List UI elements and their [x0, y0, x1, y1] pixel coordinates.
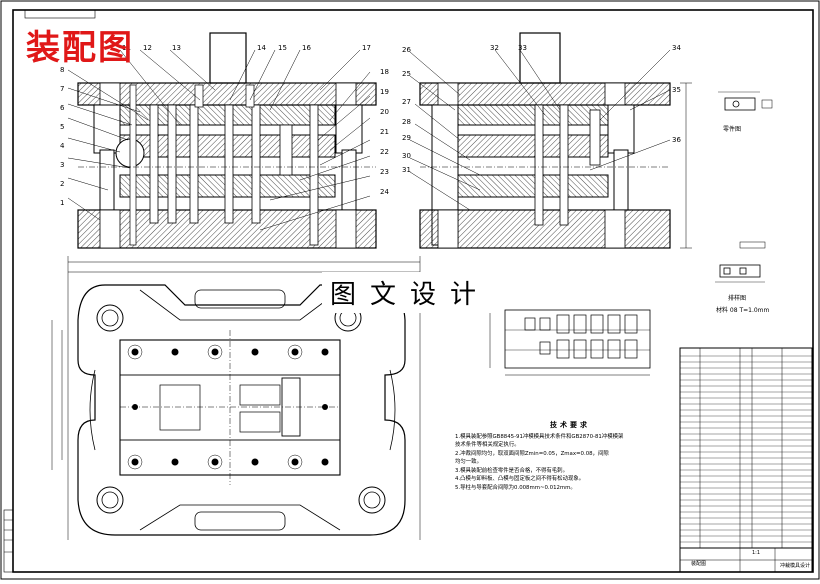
note-line: 均匀一致。: [455, 459, 482, 465]
callout-number: 22: [380, 148, 389, 156]
parts-list: [679, 347, 813, 549]
drawing-title: 装配图: [26, 28, 134, 68]
title-block: [679, 547, 813, 573]
note-line: 4.凸模与卸料板、凸模与固定板之间不得有松动现象。: [455, 476, 585, 482]
callout-number: 18: [380, 68, 389, 76]
notes-title: 技术要求: [550, 421, 590, 429]
callout-number: 17: [362, 44, 371, 52]
callout-number: 33: [518, 44, 527, 52]
title-block-school: 冲裁模具设计: [780, 563, 811, 569]
code-box: [24, 9, 96, 19]
binding-strip: [3, 509, 14, 573]
callout-number: 14: [257, 44, 266, 52]
callout-number: 35: [672, 86, 681, 94]
strip-layout: [489, 309, 651, 376]
callout-number: 3: [60, 161, 64, 169]
callout-number: 26: [402, 46, 411, 54]
callout-number: 12: [143, 44, 152, 52]
callout-number: 16: [302, 44, 311, 52]
strip-label: 排样图: [728, 295, 747, 302]
callout-number: 32: [490, 44, 499, 52]
inner-border: [12, 9, 814, 573]
callout-number: 5: [60, 123, 64, 131]
note-line: 1.模具装配参照GB8845-91冲模模具技术条件和GB2870-81冲模模架: [455, 433, 624, 440]
callout-number: 7: [60, 85, 64, 93]
note-line: 5.导柱与导套配合间隙为0.008mm~0.012mm。: [455, 484, 576, 491]
callout-number: 36: [672, 136, 681, 144]
callout-number: 4: [60, 142, 65, 150]
callout-number: 25: [402, 70, 411, 78]
note-line: 3.模具装配前检查零件是否合格，不得有毛刺。: [455, 467, 568, 474]
plan-view: [51, 256, 421, 540]
technical-notes: 技术要求 1.模具装配参照GB8845-91冲模模具技术条件和GB2870-81…: [455, 421, 685, 492]
material-label: 材料 08 T=1.0mm: [716, 307, 770, 314]
callout-number: 30: [402, 152, 411, 160]
callout-number: 23: [380, 168, 389, 176]
callout-number: 1: [60, 199, 64, 207]
part-detail-bottom: [715, 241, 766, 283]
callout-number: 11: [122, 44, 131, 52]
part-detail-top: [718, 91, 773, 111]
side-section-view: [409, 32, 692, 249]
callout-number: 24: [380, 188, 389, 196]
callout-number: 27: [402, 98, 411, 106]
callout-number: 21: [380, 128, 389, 136]
callout-number: 20: [380, 108, 389, 116]
title-block-name: 装配图: [691, 561, 707, 567]
callout-number: 19: [380, 88, 389, 96]
note-line: 2.冲裁间隙均匀，取双面间隙Zmin=0.05，Zmax=0.08，间隙: [455, 450, 609, 457]
note-line: 技术条件等相关规定执行。: [455, 442, 520, 448]
callout-number: 15: [278, 44, 287, 52]
watermark-text: 图文设计: [322, 272, 499, 313]
callout-number: 6: [60, 104, 65, 112]
callout-number: 31: [402, 166, 411, 174]
title-block-scale: 1:1: [752, 550, 761, 556]
callout-number: 34: [672, 44, 681, 52]
callout-number: 8: [60, 66, 64, 74]
callout-number: 2: [60, 180, 64, 188]
front-section-view: [67, 32, 377, 249]
callout-number: 13: [172, 44, 181, 52]
callout-number: 28: [402, 118, 411, 126]
part-label-top: 零件图: [723, 126, 742, 133]
callout-number: 29: [402, 134, 411, 142]
